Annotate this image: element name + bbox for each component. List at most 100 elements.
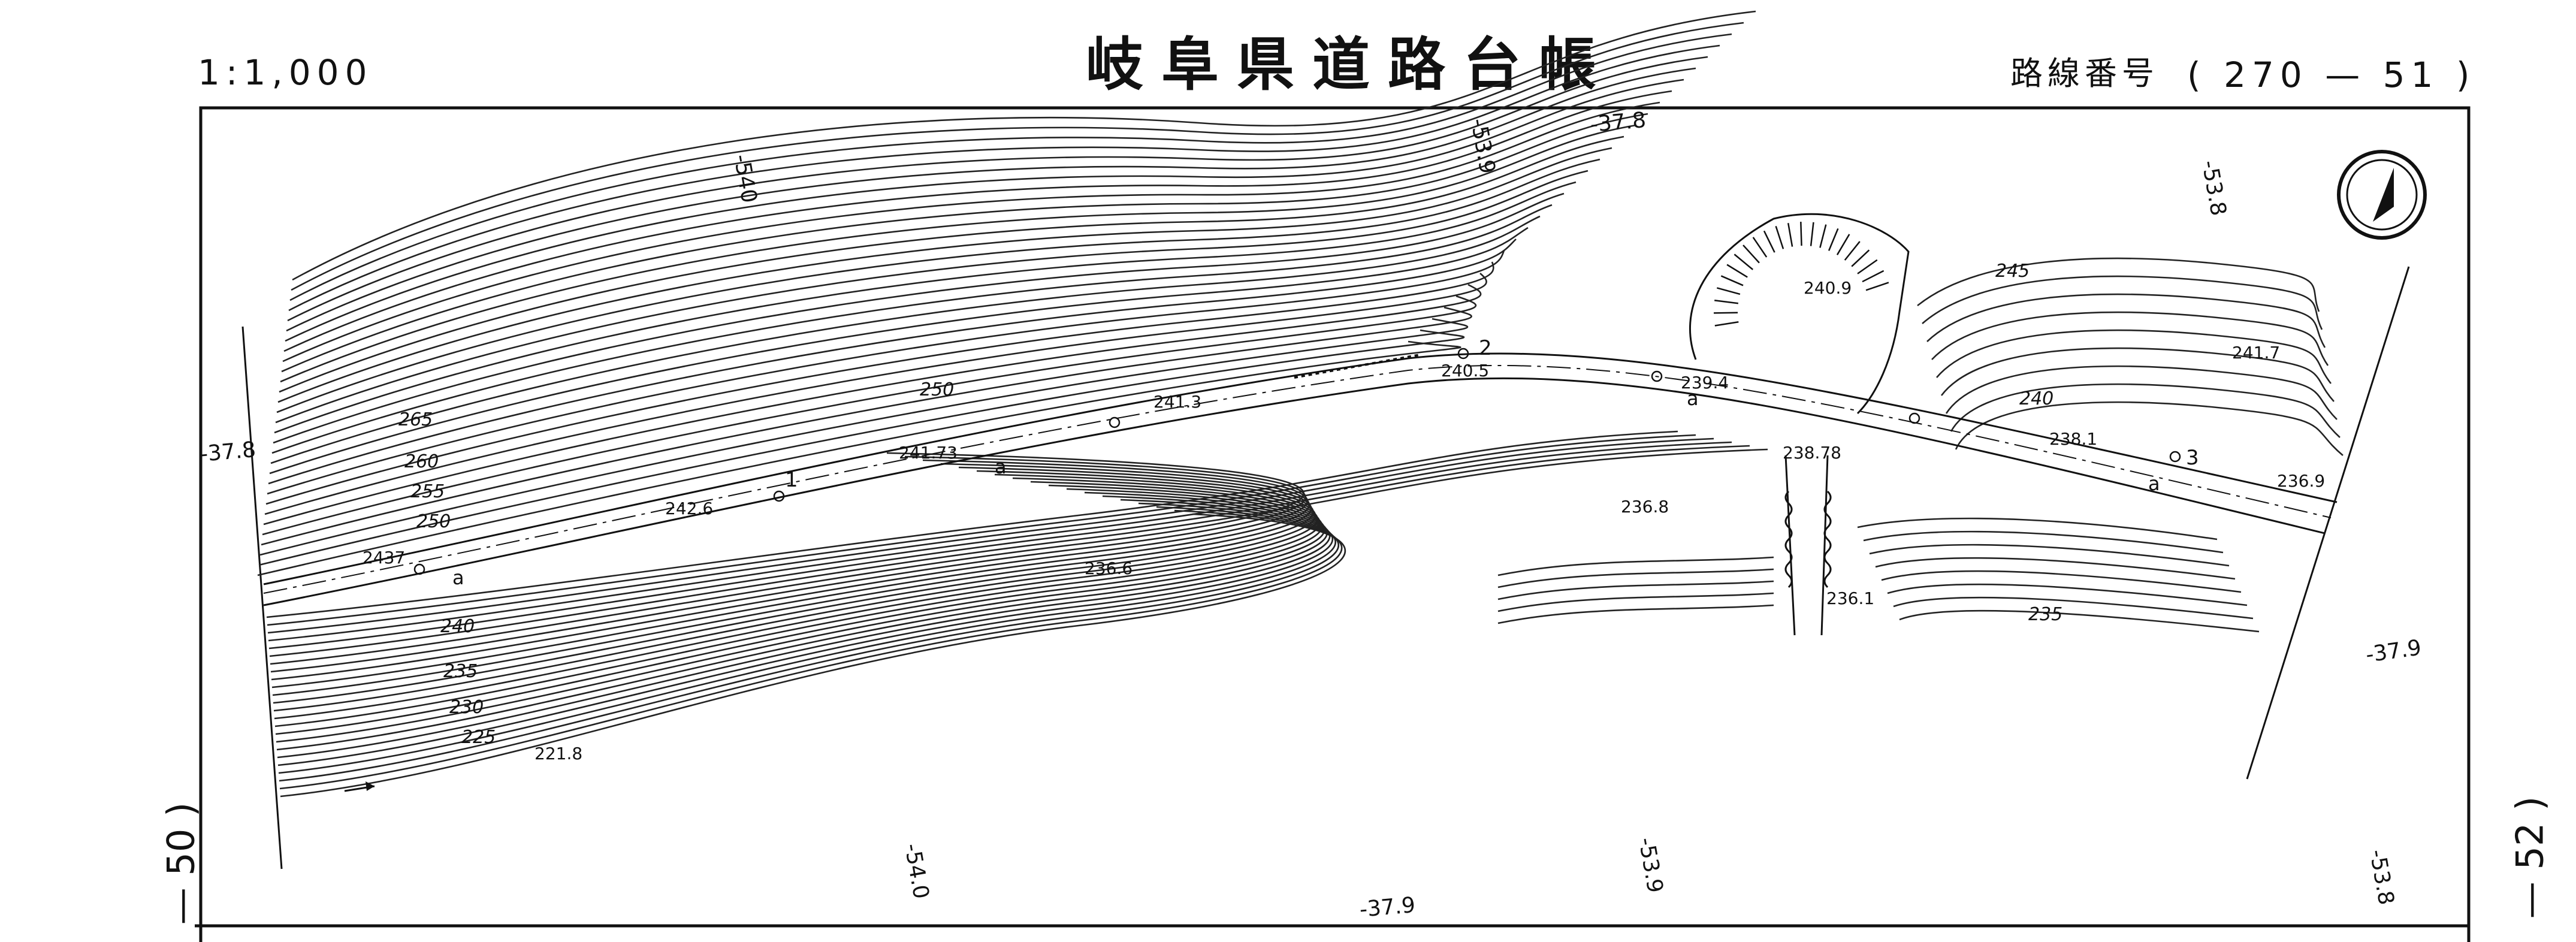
contour-line [259,318,1469,556]
contour-line [1887,583,2248,606]
hachure-tick [1810,222,1814,246]
grid-label: -37.9 [2364,635,2423,668]
contour-line [1945,365,2338,420]
contour-label: 260 [404,451,439,472]
survey-point-marker [2169,451,2181,463]
boundary-line-right [2246,266,2410,780]
contour-line [271,204,1553,454]
hachure-tick [1775,225,1784,249]
map-frame [199,106,2471,942]
hachure-tick [1857,259,1878,274]
hachure-tick [1720,275,1744,286]
survey-point-marker [1908,412,1920,424]
contour-line [277,147,1612,403]
hachure-tick [1828,228,1839,251]
flow-arrow-icon [344,781,375,792]
spot-height: 242.6 [665,499,713,518]
contour-label: 265 [398,409,433,430]
contour-label: 240 [440,616,475,637]
contour-line [263,283,1482,526]
contour-label: 230 [449,697,484,718]
contour-line [270,455,1306,673]
grid-label: -37.9 [1358,893,1416,922]
contour-line [271,459,1308,681]
route-number-value: ( 270 — 51 ) [2187,55,2476,95]
spot-height: 240.5 [1441,361,1489,381]
contour-line [1899,609,2260,633]
contour-line [269,227,1529,475]
contour-lines-upper [257,10,1756,576]
contour-line [1940,347,2335,402]
spot-height: 239.4 [1681,373,1729,393]
scale-label: 1:1,000 [198,52,373,93]
contour-line [273,192,1565,444]
contour-line [1926,293,2326,348]
contour-line [285,78,1684,342]
survey-point-marker [1109,416,1121,428]
contour-line [272,466,1312,696]
contour-line [280,124,1636,383]
survey-point-marker [413,563,425,575]
grid-label: -53.8 [2197,158,2231,218]
contour-line [278,502,1336,774]
spot-height: 236.9 [2277,471,2325,491]
survey-point-marker [773,490,785,502]
survey-point-marker [1457,348,1469,360]
grid-label: -53.9 [1633,835,1668,895]
contour-line [288,44,1720,312]
survey-point-marker [1651,370,1663,382]
contour-lines-lower [266,430,1768,798]
hachure-tick [1734,253,1754,270]
hachure-tick [1865,282,1889,291]
contour-line [1936,329,2332,384]
contour-line [257,340,1461,576]
hachure-tick [1763,230,1775,253]
contour-line [271,463,1310,689]
contour-line [270,452,1304,665]
contour-line [264,273,1487,515]
spot-height-markers [413,348,2181,575]
grid-label: -37.8 [1589,108,1647,137]
spot-height: 241.7 [2232,343,2280,363]
contour-line [283,90,1672,352]
contour-line [1863,530,2224,554]
contour-line [268,441,1732,642]
road-mark: a [1687,387,1699,410]
contour-label: 235 [2028,604,2062,625]
spot-height: 221.8 [534,744,582,763]
contour-line [276,158,1600,413]
contour-label: 250 [920,379,954,400]
contour-label: 225 [461,727,496,748]
spot-height: 236.6 [1085,558,1133,578]
station-number: 2 [1479,336,1492,360]
contour-line [276,491,1328,751]
spot-height: 236.1 [1826,588,1874,608]
spot-height: 238.78 [1783,443,1841,463]
hachure-tick [1752,237,1768,258]
culvert-channel [1784,455,1832,636]
contour-line [267,434,1696,626]
north-arrow-icon [2337,150,2427,240]
contour-line [289,33,1732,301]
contour-label: 240 [2019,388,2053,409]
spot-height: 238.1 [2049,429,2097,449]
road-mark: a [995,455,1007,478]
contour-line [265,261,1494,505]
contour-line [1497,592,1774,612]
contour-label: 255 [410,481,445,502]
contour-line [267,437,1714,634]
contour-label: 235 [443,661,478,682]
contour-lines-right [1497,257,2344,633]
excavation-hachures [1689,213,1910,415]
hachure-tick [1714,321,1739,327]
contour-line [1881,570,2242,593]
contour-line [273,473,1316,712]
contour-line [1497,568,1774,588]
contour-line [286,67,1696,332]
spot-height: 240.9 [1804,278,1852,298]
page-title: 岐阜県道路台帳 [1086,31,1614,98]
road-mark: a [452,566,464,589]
hachure-tick [1836,234,1850,255]
grid-label: -53.9 [1466,116,1500,176]
